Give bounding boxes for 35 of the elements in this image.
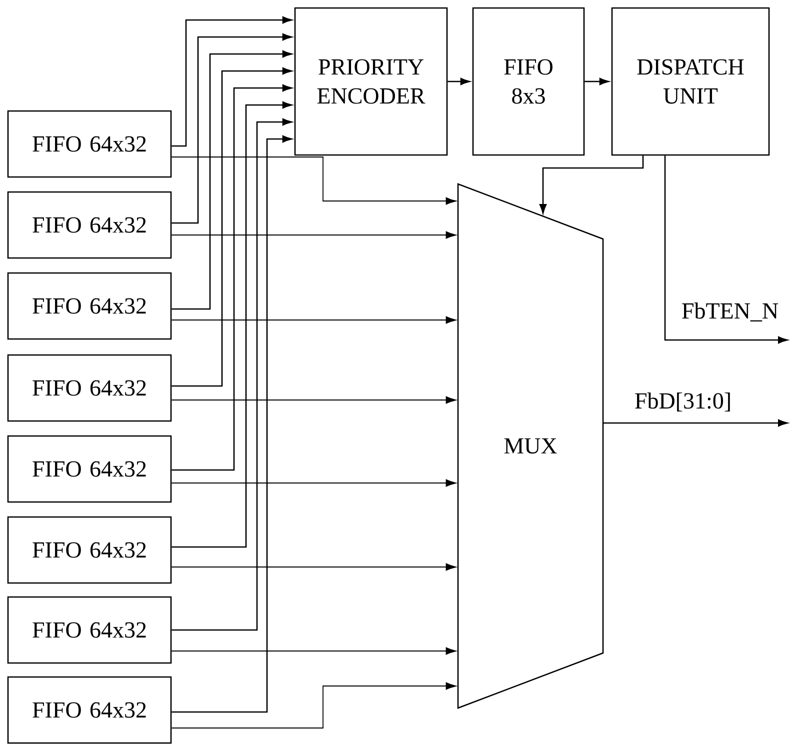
- fifo-box: FIFO 64x32: [7, 676, 172, 744]
- arrow: [172, 50, 292, 310]
- fifo-box: FIFO 8x3: [472, 7, 585, 156]
- mux-trapezoid: MUX: [457, 183, 604, 709]
- fifo-box: FIFO 64x32: [7, 272, 172, 340]
- arrow: [603, 419, 788, 427]
- arrow: [171, 316, 456, 324]
- arrow: [172, 101, 292, 548]
- arrow: [172, 67, 292, 387]
- arrow: [172, 84, 292, 471]
- fifo-box: FIFO 64x32: [7, 354, 172, 422]
- arrow: [171, 563, 456, 571]
- fifo-box: FIFO 64x32: [7, 110, 172, 178]
- edge-label: FbD[31:0]: [633, 391, 733, 413]
- arrow: [172, 118, 292, 631]
- arrow: [584, 78, 610, 86]
- dispatch-box: DISPATCH UNIT: [611, 7, 770, 156]
- arrow: [171, 231, 456, 239]
- arrow: [171, 682, 456, 728]
- fifo-box: FIFO 64x32: [7, 596, 172, 664]
- arrow: [172, 135, 292, 713]
- arrow: [448, 78, 470, 86]
- edge-label: FbTEN_N: [680, 302, 780, 322]
- fifo-box: FIFO 64x32: [7, 191, 172, 259]
- arrow: [171, 156, 456, 205]
- arrow: [172, 33, 292, 224]
- fifo-box: FIFO 64x32: [7, 435, 172, 503]
- encoder-box: PRIORITY ENCODER: [294, 7, 448, 156]
- arrow: [539, 156, 644, 214]
- arrow: [664, 156, 788, 344]
- fifo-box: FIFO 64x32: [7, 516, 172, 584]
- arrow: [171, 396, 456, 404]
- arrow: [172, 16, 292, 147]
- arrow: [171, 647, 456, 655]
- arrow: [171, 479, 456, 487]
